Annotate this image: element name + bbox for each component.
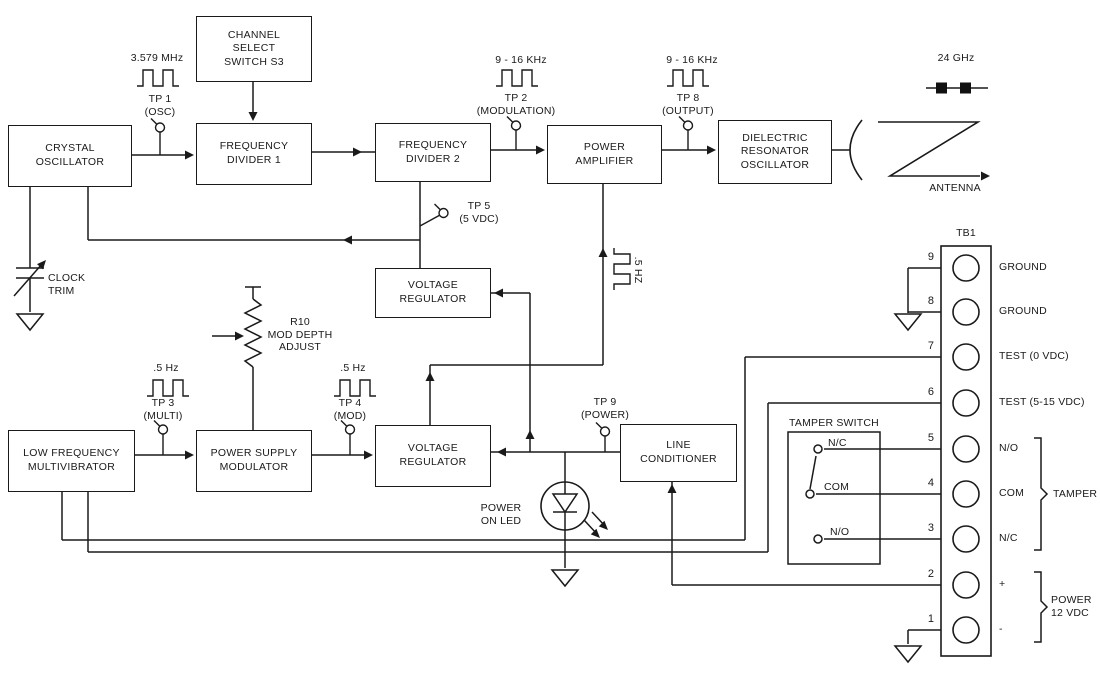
tb1-wires (61, 267, 941, 644)
label-modulation-frequency-2: 9 - 16 KHz (666, 54, 718, 66)
block-power-amplifier: POWER AMPLIFIER (547, 125, 662, 184)
tb1-terminal-circle (952, 525, 980, 553)
label-tp8: TP 8 (OUTPUT) (662, 92, 714, 117)
block-low-frequency-multivibrator: LOW FREQUENCY MULTIVIBRATOR (8, 430, 135, 492)
tb1-terminal-label: COM (999, 487, 1025, 499)
tb1-terminal-label: TEST (0 VDC) (999, 350, 1069, 362)
tamper-group-bracket (1034, 437, 1049, 551)
label-crystal-frequency: 3.579 MHz (130, 52, 184, 64)
block-channel-select-switch: CHANNEL SELECT SWITCH S3 (196, 16, 312, 82)
square-wave-icon (137, 69, 709, 397)
tb1-terminal-label: N/O (999, 442, 1019, 454)
block-frequency-divider-2: FREQUENCY DIVIDER 2 (375, 123, 491, 182)
tb1-terminal-circle (952, 435, 980, 463)
power-group-bracket (1034, 571, 1049, 643)
label-tamper-switch-title: TAMPER SWITCH (789, 417, 879, 429)
label-tp9: TP 9 (POWER) (580, 396, 630, 421)
tb1-terminal-number: 5 (927, 432, 934, 444)
ground-icon (550, 569, 580, 588)
label-power-group: POWER 12 VDC (1051, 594, 1092, 619)
test-point-icon (150, 116, 694, 455)
power-wires (133, 182, 673, 585)
tb1-terminal-label: N/C (999, 532, 1018, 544)
block-voltage-regulator-bottom: VOLTAGE REGULATOR (375, 425, 491, 487)
label-tp4: TP 4 (MOD) (333, 397, 367, 422)
power-on-led-icon (540, 452, 608, 568)
ground-icon (893, 313, 923, 332)
label-power-on-led: POWER ON LED (480, 502, 522, 527)
tb1-terminal-number: 2 (927, 568, 934, 580)
label-tamper-contact-com: COM (824, 481, 850, 493)
label-carrier-frequency: 24 GHz (937, 52, 975, 64)
tb1-terminal-circle (952, 389, 980, 417)
label-r10-mod-depth-adjust: R10 MOD DEPTH ADJUST (267, 316, 333, 354)
tb1-terminal-number: 1 (927, 613, 934, 625)
label-tp1: TP 1 (OSC) (144, 93, 176, 118)
clock-trim-capacitor-icon (13, 185, 46, 312)
block-crystal-oscillator: CRYSTAL OSCILLATOR (8, 125, 132, 187)
24ghz-symbol-icon (926, 82, 988, 94)
label-antenna: ANTENNA (929, 182, 981, 194)
tb1-terminal-circle (952, 254, 980, 282)
tb1-terminal-circle (952, 343, 980, 371)
block-power-supply-modulator: POWER SUPPLY MODULATOR (196, 430, 312, 492)
tb1-terminal-label: + (999, 578, 1006, 590)
label-tp5: TP 5 (5 VDC) (459, 200, 499, 225)
tamper-switch-icon (787, 431, 941, 565)
tb1-terminal-number: 3 (927, 522, 934, 534)
label-tp2: TP 2 (MODULATION) (476, 92, 556, 117)
tb1-terminal-block (940, 245, 992, 657)
tb1-terminal-number: 9 (927, 251, 934, 263)
tb1-terminal-label: TEST (5-15 VDC) (999, 396, 1085, 408)
ground-icon (893, 645, 923, 664)
tb1-terminal-circle (952, 298, 980, 326)
signal-path-wires (130, 80, 850, 156)
label-pa-modulation-rate: .5 HZ (632, 256, 644, 284)
tb1-terminal-label: GROUND (999, 305, 1047, 317)
ground-icon (15, 313, 45, 332)
block-dielectric-resonator-oscillator: DIELECTRIC RESONATOR OSCILLATOR (718, 120, 832, 184)
block-line-conditioner: LINE CONDITIONER (620, 424, 737, 482)
tb1-terminal-circle (952, 571, 980, 599)
five-volt-rail-wires (87, 180, 421, 268)
tb1-terminal-circle (952, 616, 980, 644)
tb1-terminal-label: - (999, 623, 1003, 635)
tb1-terminal-number: 6 (927, 386, 934, 398)
block-frequency-divider-1: FREQUENCY DIVIDER 1 (196, 123, 312, 185)
label-clock-trim: CLOCK TRIM (48, 272, 86, 297)
tb1-terminal-circle (952, 480, 980, 508)
block-voltage-regulator-top: VOLTAGE REGULATOR (375, 268, 491, 318)
label-modulator-rate: .5 Hz (340, 362, 366, 374)
tb1-terminal-number: 7 (927, 340, 934, 352)
antenna-icon (849, 119, 990, 181)
tb1-terminal-number: 4 (927, 477, 934, 489)
flow-arrowheads (185, 112, 716, 493)
label-tamper-group: TAMPER (1053, 488, 1098, 500)
label-tamper-contact-nc: N/C (828, 437, 847, 449)
tb1-terminal-number: 8 (927, 295, 934, 307)
label-multivibrator-rate: .5 Hz (153, 362, 179, 374)
label-tamper-contact-no: N/O (830, 526, 850, 538)
r10-potentiometer-icon (212, 286, 263, 430)
tb1-terminal-label: GROUND (999, 261, 1047, 273)
label-tp3: TP 3 (MULTI) (143, 397, 183, 422)
label-modulation-frequency-1: 9 - 16 KHz (495, 54, 547, 66)
label-tb1-title: TB1 (956, 227, 976, 239)
